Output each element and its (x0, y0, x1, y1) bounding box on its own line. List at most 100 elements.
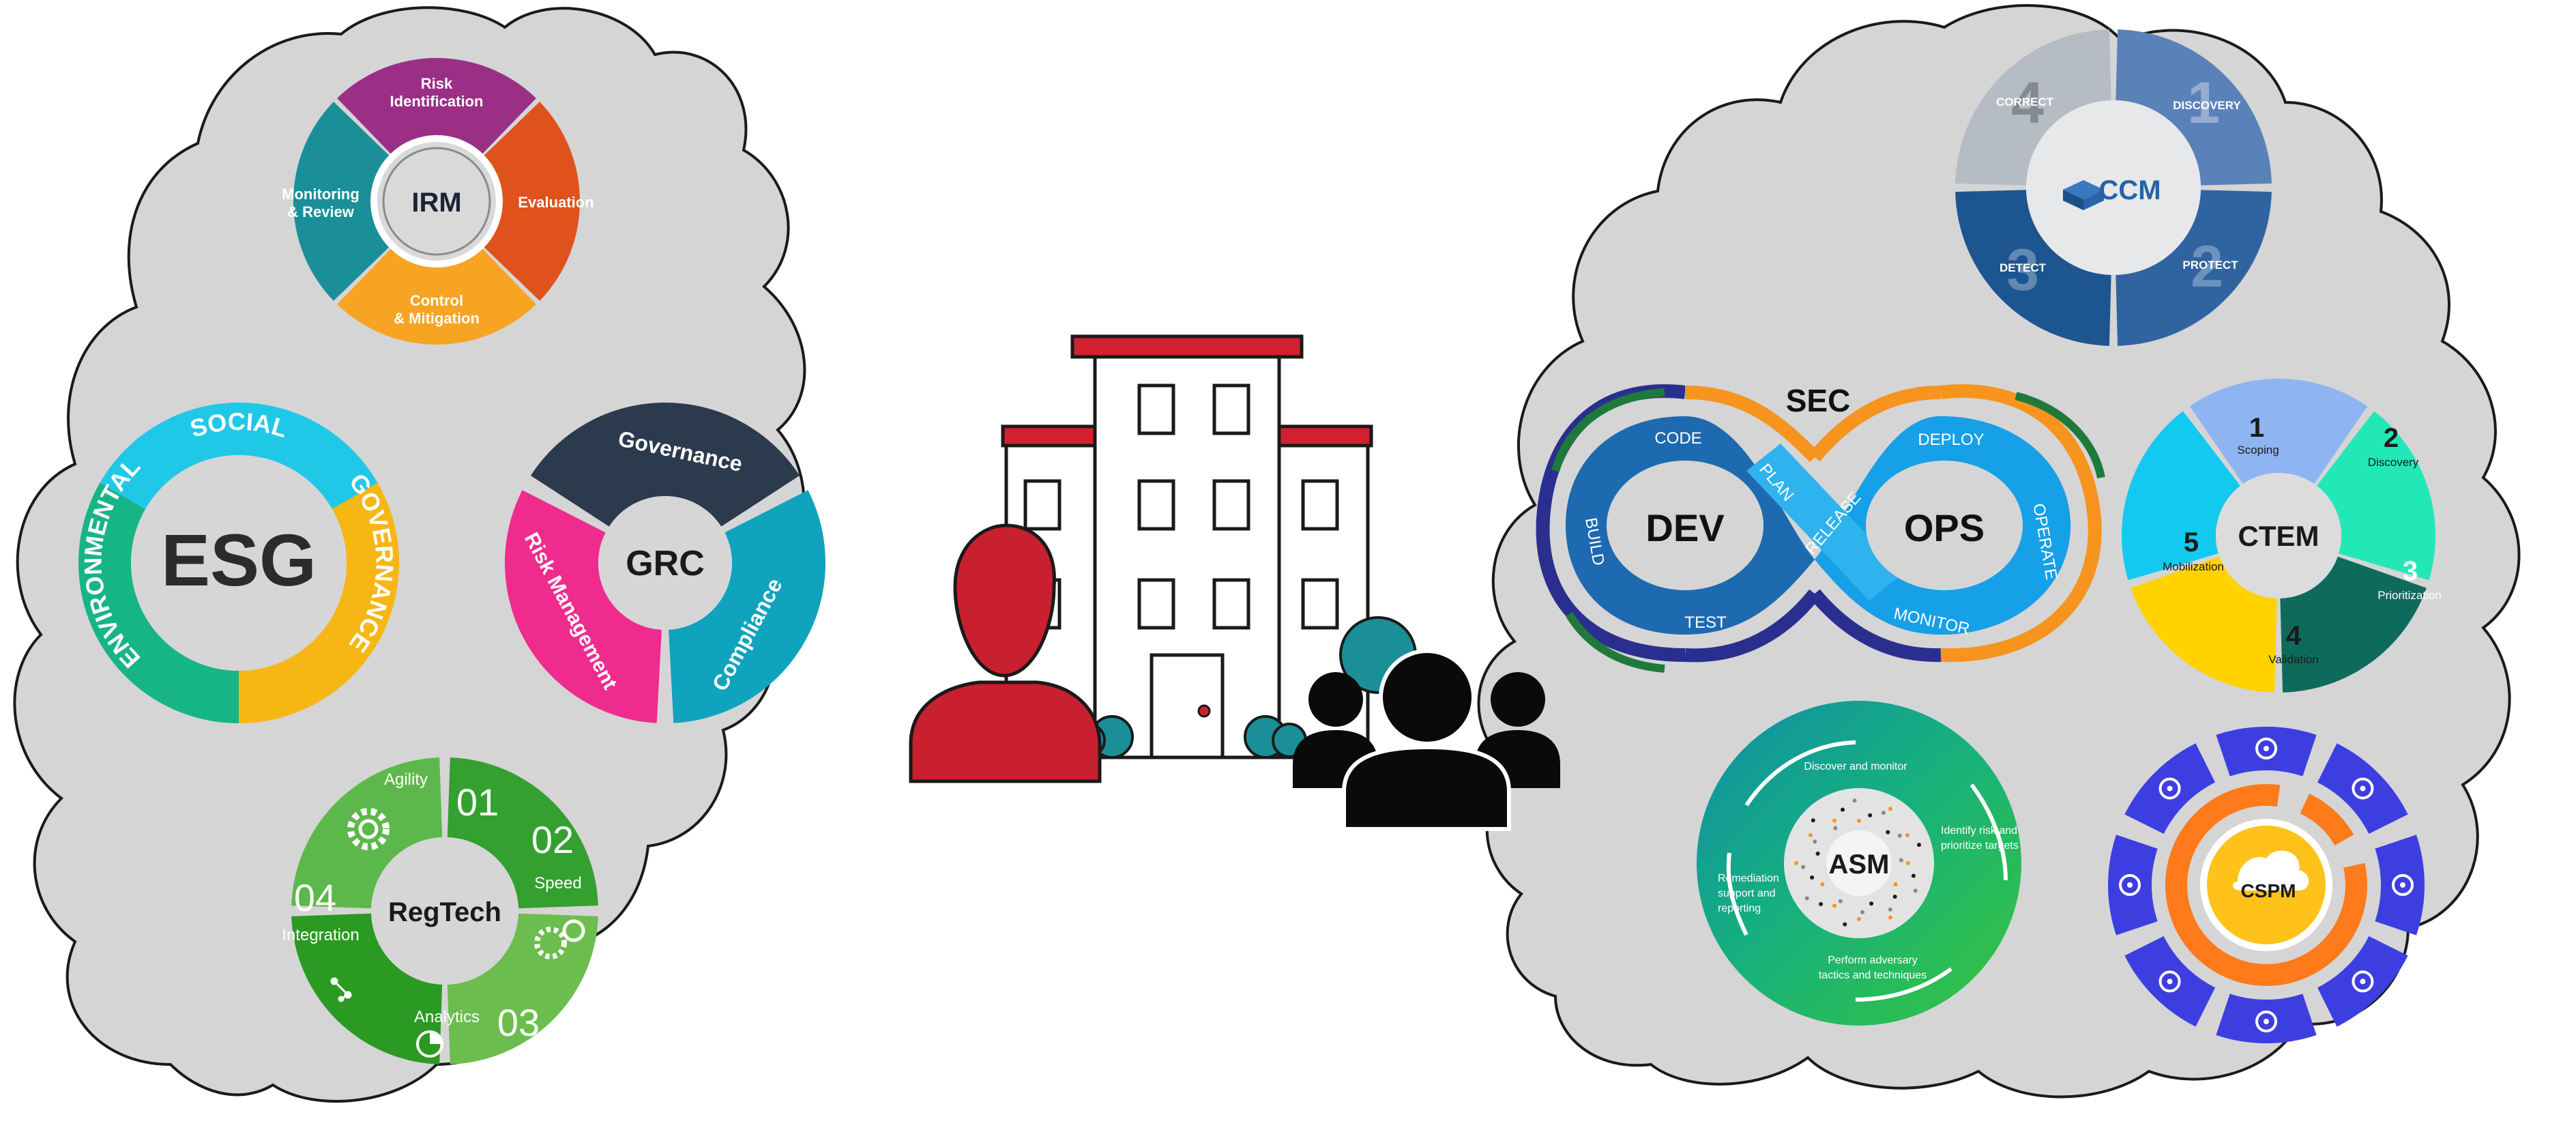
irm-label-evaluation: Evaluation (518, 194, 594, 211)
lock-icon (2255, 1011, 2277, 1032)
asm-diagram: ASM Discover and monitor Identify risk a… (1697, 701, 2021, 1026)
asm-step-1: Discover and monitor (1804, 761, 1907, 772)
ccm-center-label: CCM (2098, 175, 2161, 205)
ccm-segment-protect (2116, 190, 2272, 346)
pie-chart-icon (416, 1030, 443, 1058)
building-door (1150, 653, 1225, 759)
ctem-num-4: 4 (2286, 621, 2302, 651)
ccm-segment-correct (1955, 29, 2111, 186)
cspm-segment (2216, 993, 2317, 1044)
ccm-num-4: 4 (2011, 70, 2044, 136)
line-chart-icon (2392, 874, 2414, 896)
cspm-segment (2108, 835, 2158, 935)
devsecops-diagram: SEC DEV OPS CODE PLAN BUILD TEST RELEASE… (1536, 383, 2105, 673)
irm-label-monitoring-review: Monitoring& Review (282, 186, 360, 220)
regtech-label-agility: Agility (384, 770, 428, 789)
devsecops-stage-test: TEST (1684, 613, 1727, 632)
devsecops-dev-label: DEV (1645, 506, 1724, 549)
devsecops-stage-deploy: DEPLOY (1918, 431, 1984, 449)
irm-segment-control-mitigation (337, 248, 536, 345)
ctem-label-prioritization: Prioritization (2377, 589, 2442, 602)
esg-segment-governance (239, 482, 400, 723)
grc-segment-compliance (669, 490, 825, 723)
grc-center-label: GRC (626, 544, 705, 583)
building-window (1212, 383, 1250, 435)
cspm-diagram: CSPM (2108, 726, 2425, 1044)
regtech-num-04: 04 (294, 876, 336, 919)
ccm-num-2: 2 (2191, 234, 2223, 300)
regtech-label-analytics: Analytics (414, 1008, 480, 1026)
cspm-segment (2216, 726, 2317, 777)
network-icon (330, 977, 352, 1002)
ctem-label-mobilization: Mobilization (2163, 560, 2224, 573)
irm-segment-evaluation (483, 102, 581, 301)
ctem-segment-discovery (2317, 411, 2435, 581)
ctem-num-1: 1 (2249, 413, 2264, 443)
asm-center-label: ASM (1829, 850, 1890, 880)
ctem-label-validation: Validation (2268, 653, 2318, 666)
building-window (1137, 578, 1175, 630)
esg-segment-environmental (78, 482, 239, 723)
ccm-segment-detect (1955, 190, 2111, 346)
devsecops-stage-code: CODE (1654, 429, 1701, 448)
irm-center-label: IRM (411, 188, 461, 218)
esg-center-label: ESG (161, 519, 317, 601)
building-window (1301, 479, 1339, 531)
ctem-segment-scoping (2189, 379, 2368, 484)
regtech-segment-analytics (291, 913, 443, 1064)
ccm-segment-discovery (2116, 29, 2272, 186)
irm-segment-risk-identification (337, 58, 536, 155)
ctem-diagram: CTEM 1 Scoping 2 Discovery 3 Prioritizat… (2122, 379, 2442, 693)
ccm-label-protect: PROTECT (2182, 259, 2238, 272)
esg-diagram: ESG SOCIAL GOVERNANCE ENVIRONMENTAL (78, 403, 400, 723)
cloud-icon (2233, 850, 2309, 890)
gears-icon (534, 919, 585, 959)
gears-icon (2352, 777, 2374, 800)
cspm-center-label: CSPM (2241, 880, 2296, 901)
ccm-label-correct: CORRECT (1996, 96, 2054, 108)
ccm-num-1: 1 (2187, 70, 2220, 136)
irm-label-control-mitigation: Control& Mitigation (394, 292, 480, 327)
user-gear-icon (2255, 738, 2277, 759)
ctem-center-label: CTEM (2238, 520, 2319, 552)
cube-icon (2063, 180, 2104, 210)
cspm-segment (2375, 835, 2425, 935)
building-window (1023, 479, 1062, 531)
esg-center (131, 455, 347, 671)
ccm-label-detect: DETECT (2000, 261, 2047, 274)
gear-icon (347, 808, 390, 850)
ctem-num-2: 2 (2384, 423, 2399, 453)
cspm-orange-ring (2165, 784, 2367, 986)
hierarchy-icon (2158, 777, 2181, 800)
ctem-segment-prioritization (2280, 556, 2427, 693)
person-icon (909, 523, 1102, 783)
regtech-num-03: 03 (497, 1001, 540, 1044)
building-window (1137, 383, 1175, 435)
regtech-label-speed: Speed (534, 874, 581, 892)
ctem-label-scoping: Scoping (2237, 444, 2279, 456)
ctem-num-3: 3 (2403, 556, 2418, 586)
regtech-center-label: RegTech (388, 897, 501, 927)
grc-diagram: GRC Governance Compliance Risk Managemen… (504, 403, 825, 723)
network-icon (2158, 970, 2181, 993)
ccm-diagram: CCM 1 DISCOVERY 2 PROTECT 3 DETECT 4 COR… (1955, 29, 2272, 346)
regtech-label-integration: Integration (282, 926, 359, 944)
ctem-center (2216, 473, 2341, 598)
ctem-segment-mobilization (2122, 411, 2240, 581)
building-window (1212, 479, 1250, 531)
building-illustration (1001, 334, 1417, 759)
regtech-segment-integration (291, 757, 443, 909)
regtech-num-02: 02 (531, 818, 574, 861)
devsecops-sec-label: SEC (1786, 383, 1851, 418)
cloud-transfer-icon (2352, 970, 2374, 993)
regtech-center (371, 837, 518, 985)
grc-center (598, 496, 732, 630)
building-window (1212, 578, 1250, 630)
